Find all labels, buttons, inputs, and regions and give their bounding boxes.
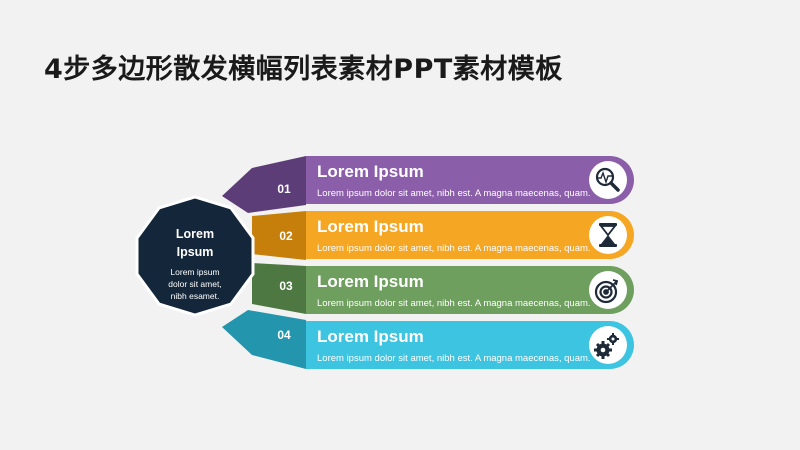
banner-2 — [306, 211, 634, 259]
slide-title: 4步多边形散发横幅列表素材PPT素材模板 — [44, 54, 563, 85]
target-icon — [594, 279, 619, 304]
hub-body-line-2: dolor sit amet, — [168, 279, 222, 289]
banner-3-heading: Lorem Ipsum — [317, 272, 424, 291]
analytics-magnifier-icon — [595, 167, 620, 192]
icon-circle-1 — [589, 161, 627, 199]
banner-4 — [306, 321, 634, 369]
step-number-1: 01 — [277, 182, 291, 196]
hub-body-line-3: nibh esamet. — [170, 291, 220, 301]
hourglass-icon — [599, 223, 617, 247]
connector-arm-3 — [252, 263, 306, 314]
hub-decagon — [135, 195, 255, 317]
banner-2-heading: Lorem Ipsum — [317, 217, 424, 236]
gears-icon — [594, 333, 619, 359]
banner-2-text: Lorem ipsum dolor sit amet, nibh est. A … — [317, 243, 591, 254]
connector-arm-4 — [222, 310, 306, 369]
banner-4-heading: Lorem Ipsum — [317, 327, 424, 346]
hub-title-line-2: Ipsum — [176, 245, 214, 259]
banner-3-text: Lorem ipsum dolor sit amet, nibh est. A … — [317, 298, 591, 309]
step-number-3: 03 — [279, 279, 293, 293]
banner-1 — [306, 156, 634, 204]
banner-4-text: Lorem ipsum dolor sit amet, nibh est. A … — [317, 353, 591, 364]
connector-arm-1 — [222, 156, 306, 213]
connector-arm-2 — [252, 211, 306, 260]
hub-body-line-1: Lorem ipsum — [170, 267, 220, 277]
step-number-2: 02 — [279, 229, 293, 243]
banner-1-text: Lorem ipsum dolor sit amet, nibh est. A … — [317, 188, 591, 199]
hub-title-line-1: Lorem — [175, 227, 215, 241]
banner-3 — [306, 266, 634, 314]
step-number-4: 04 — [277, 328, 291, 342]
banner-1-heading: Lorem Ipsum — [317, 162, 424, 181]
